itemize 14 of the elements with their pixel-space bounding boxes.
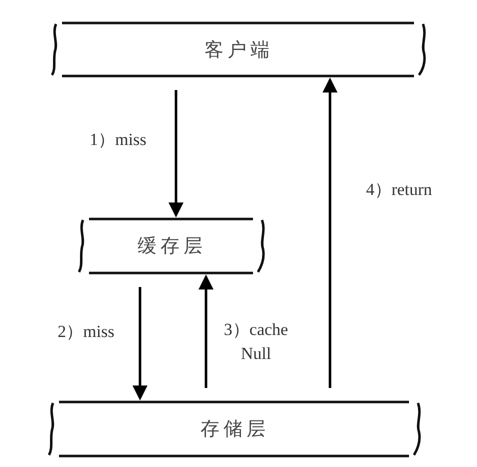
layer-box [50, 21, 428, 78]
edge-label: 2）miss [56, 321, 116, 343]
arrow [168, 90, 184, 218]
edge-label: 3）cache Null [222, 319, 290, 365]
edge-label: 4）return [364, 179, 434, 201]
layer-label: 客户端 [204, 38, 274, 62]
layer-box [47, 400, 423, 458]
arrow [132, 287, 148, 400]
layer-box [77, 217, 267, 275]
arrow [198, 274, 214, 388]
layer-label: 缓存层 [136, 234, 208, 259]
layer-label: 存储层 [200, 417, 270, 442]
arrow [322, 78, 338, 388]
edge-label: 1）miss [88, 129, 148, 151]
